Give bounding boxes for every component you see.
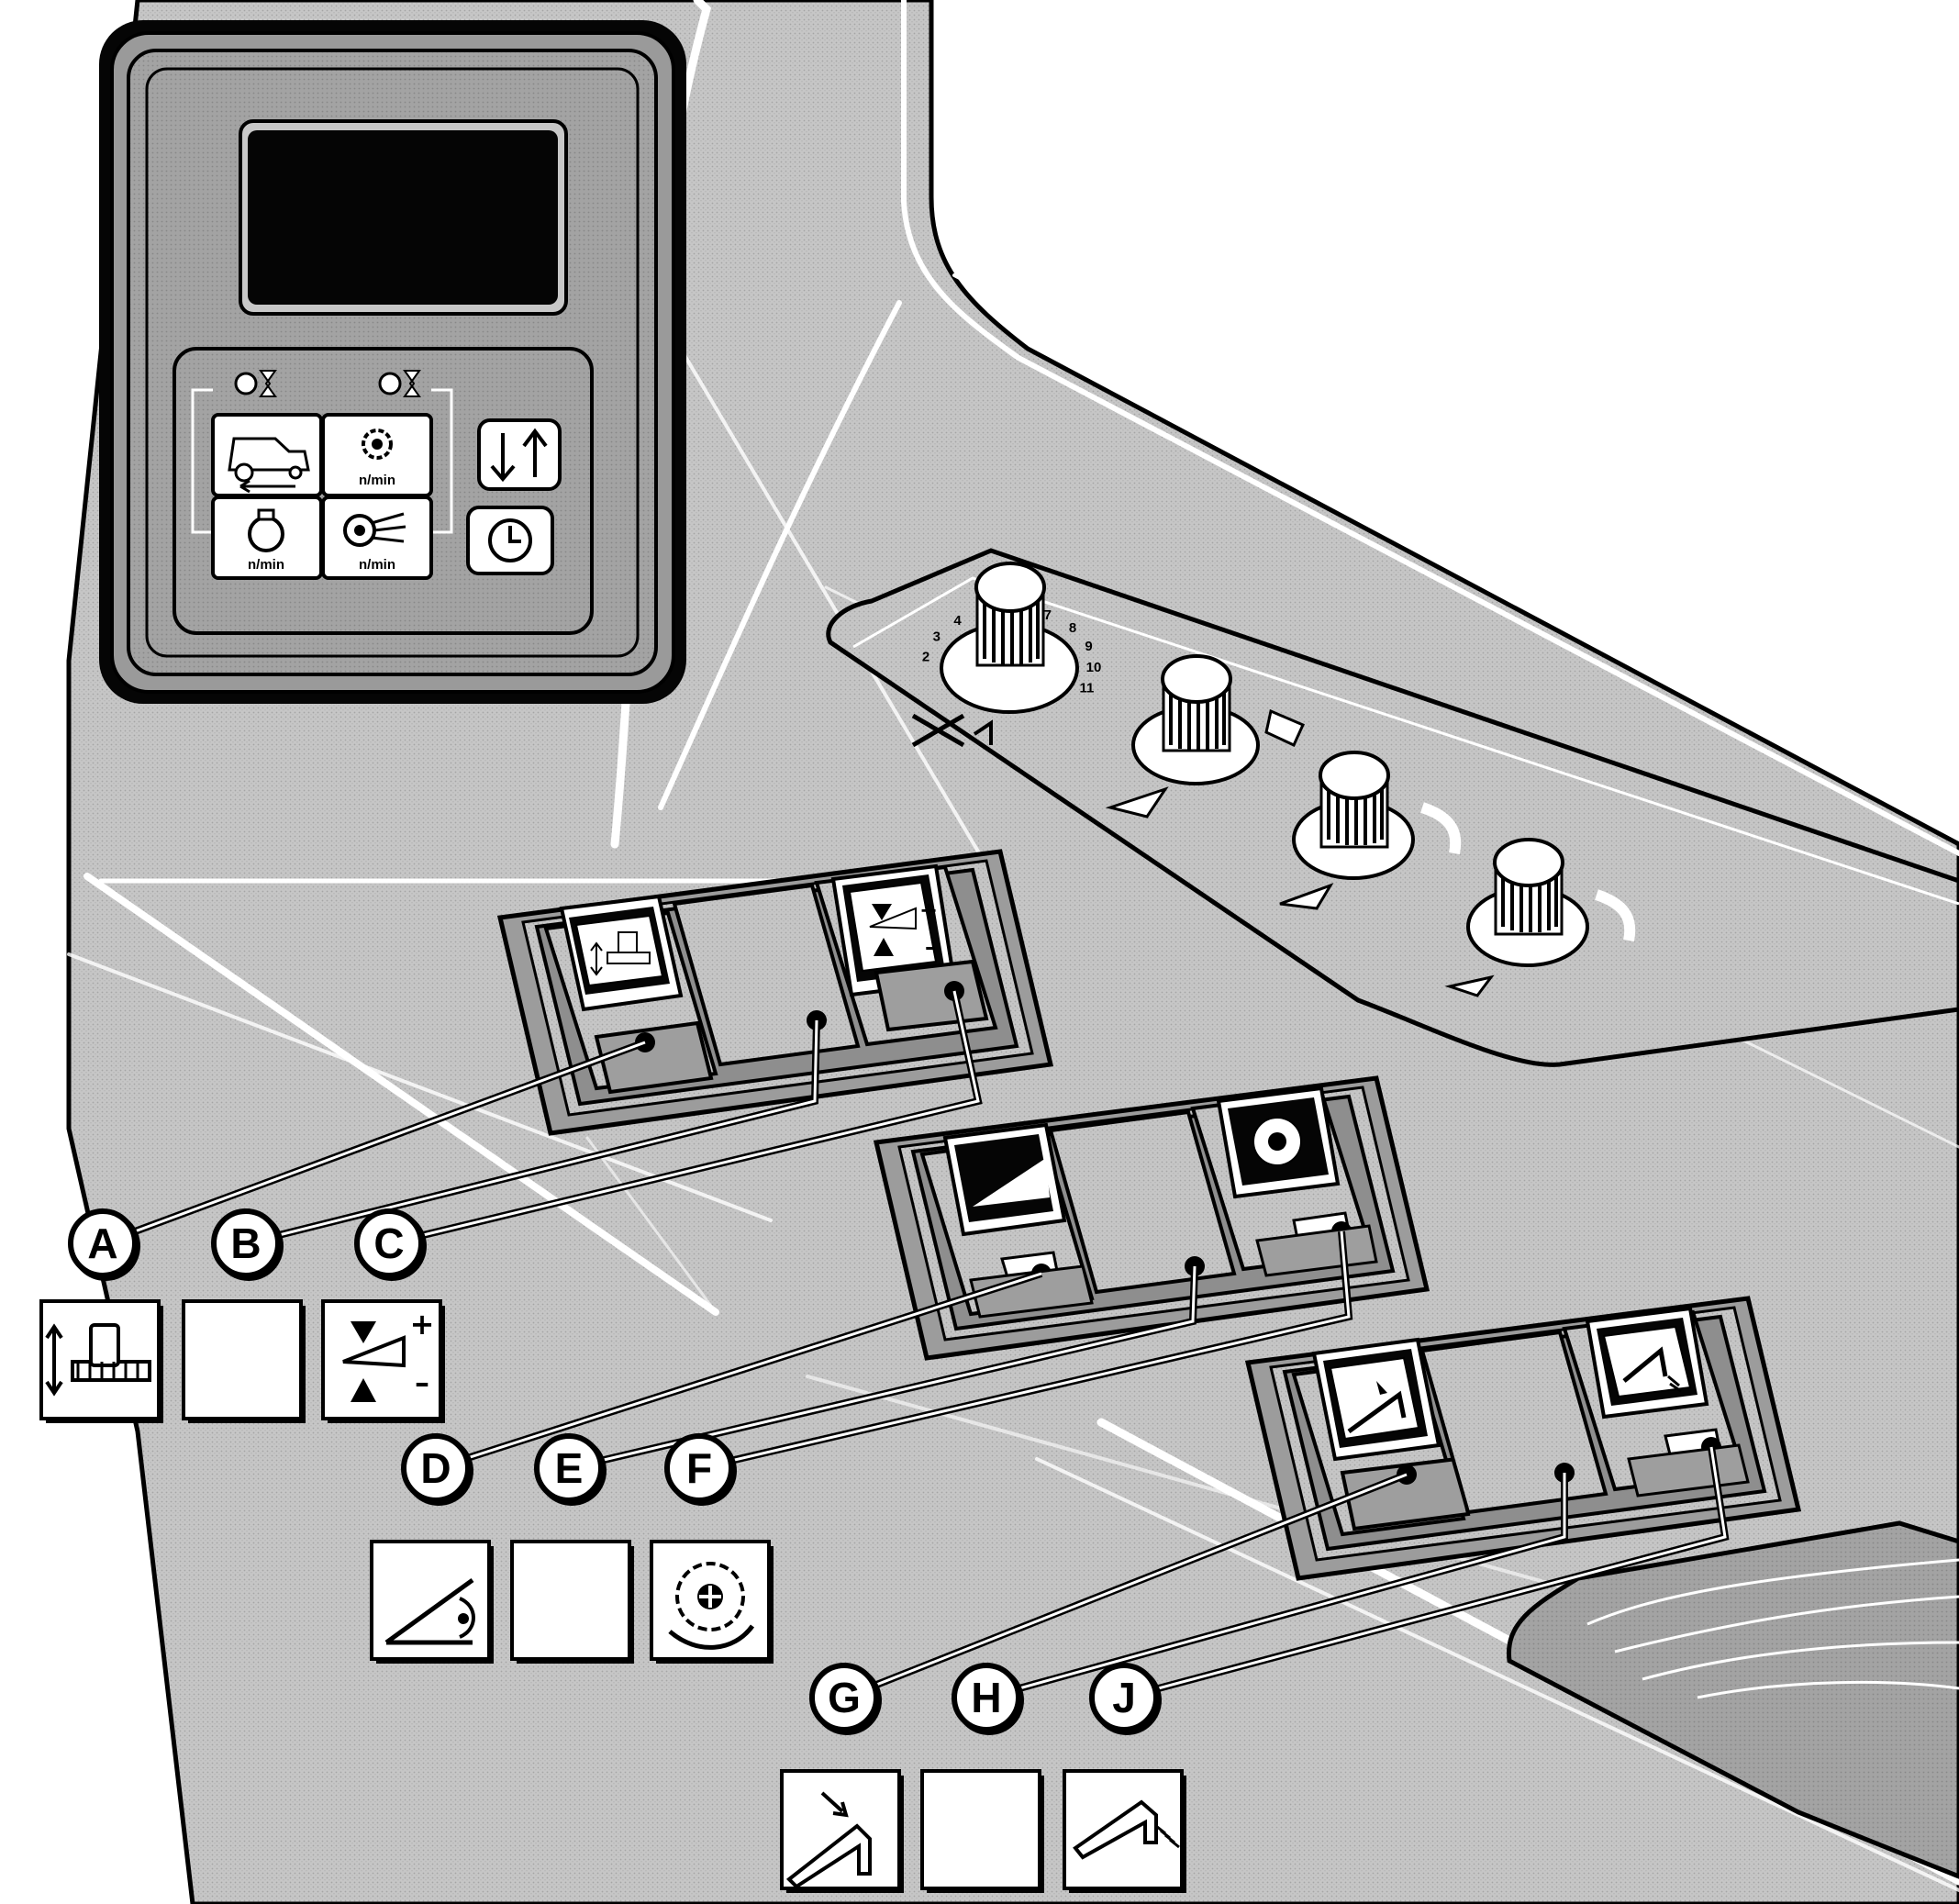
- dial-knob-4[interactable]: [1444, 838, 1636, 997]
- monitor-screen: [248, 130, 558, 305]
- tray: [1506, 1520, 1959, 1879]
- dial-knob-2[interactable]: [1105, 654, 1305, 818]
- dial-panel: 234567891011: [826, 548, 1959, 1067]
- dial-knob-3[interactable]: [1279, 751, 1462, 910]
- fan-speed-icon: [343, 512, 406, 547]
- clock-button[interactable]: [466, 506, 554, 575]
- callout-letter: G: [828, 1674, 861, 1721]
- engine-speed-button[interactable]: n/min: [211, 495, 323, 580]
- callout-a: A: [39, 1208, 163, 1423]
- callout-f: F: [650, 1433, 774, 1664]
- fan-speed-button[interactable]: n/min: [321, 495, 433, 580]
- callout-letter: F: [686, 1444, 712, 1492]
- monitor: n/min n/min n/min: [99, 20, 686, 704]
- callout-letter: A: [87, 1219, 117, 1267]
- symbol-unloading-auger-on: [1063, 1769, 1186, 1893]
- up-down-button[interactable]: [477, 418, 562, 491]
- callout-letter: C: [373, 1219, 404, 1267]
- callout-letter: J: [1112, 1674, 1136, 1721]
- callout-h: H: [920, 1663, 1044, 1893]
- drum-speed-button[interactable]: n/min: [321, 413, 433, 497]
- knob1-scale-number: 11: [1079, 681, 1094, 696]
- ground-speed-button[interactable]: [211, 413, 323, 497]
- symbol-blank: [920, 1769, 1044, 1893]
- callout-c: C+–: [321, 1208, 445, 1423]
- drum-speed-icon: [362, 429, 393, 460]
- callout-letter: E: [555, 1444, 584, 1492]
- callout-letter: B: [230, 1219, 261, 1267]
- switch-bank-1: + –: [496, 849, 1054, 1136]
- callout-g: G: [780, 1663, 904, 1893]
- header-height-icon: + –: [869, 897, 938, 960]
- callout-letter: D: [420, 1444, 451, 1492]
- callout-j: J: [1063, 1663, 1186, 1893]
- knob1-scale-number: 7: [1044, 607, 1052, 623]
- engine-speed-icon: [248, 508, 284, 552]
- combine-icon: [228, 437, 310, 494]
- switch-bank-3: [1244, 1296, 1802, 1581]
- engine-speed-unit: n/min: [248, 557, 284, 573]
- switch-c-header-height[interactable]: + –: [814, 863, 998, 1047]
- switch-b-blank: [672, 883, 861, 1067]
- symbol-blank: [510, 1540, 634, 1664]
- callout-e: E: [510, 1433, 634, 1664]
- switch-d-header-angle[interactable]: [919, 1122, 1095, 1319]
- callout-c-minus: –: [415, 1365, 429, 1400]
- switch-c-minus: –: [925, 934, 936, 960]
- callout-d: D: [370, 1433, 494, 1664]
- knob1-scale-number: 8: [1069, 620, 1076, 636]
- symbol-unloading-auger-swing: [780, 1769, 904, 1893]
- switch-a-header-lift[interactable]: [543, 894, 718, 1095]
- callout-c-plus: +: [410, 1307, 435, 1342]
- knob1-scale-number: 9: [1085, 639, 1092, 654]
- symbol-blank: [182, 1299, 306, 1423]
- leader-lines: [101, 990, 1730, 1701]
- header-lift-icon: [590, 931, 651, 976]
- callout-letter: H: [971, 1674, 1001, 1721]
- knob1-scale-number: 3: [933, 629, 941, 644]
- symbol-header-height-plus-minus: +–: [321, 1299, 445, 1423]
- knob1-scale-number: 10: [1086, 660, 1102, 675]
- clock-icon: [488, 518, 532, 562]
- switch-c-plus: +: [919, 897, 938, 923]
- fan-speed-unit: n/min: [359, 557, 395, 573]
- dial-knob-1[interactable]: 234567891011: [911, 562, 1102, 748]
- up-down-arrows-icon: [490, 428, 548, 483]
- symbol-header-lift-tilt: [39, 1299, 163, 1423]
- monitor-mode-icons: [234, 370, 421, 397]
- knob1-scale-number: 2: [922, 649, 929, 664]
- symbol-reel-drive: [650, 1540, 774, 1664]
- switch-g-auger-swing[interactable]: [1291, 1337, 1471, 1537]
- symbol-header-angle: [370, 1540, 494, 1664]
- knob1-scale-number: 4: [953, 613, 962, 629]
- drum-speed-unit: n/min: [359, 473, 395, 488]
- callout-b: B: [182, 1208, 306, 1423]
